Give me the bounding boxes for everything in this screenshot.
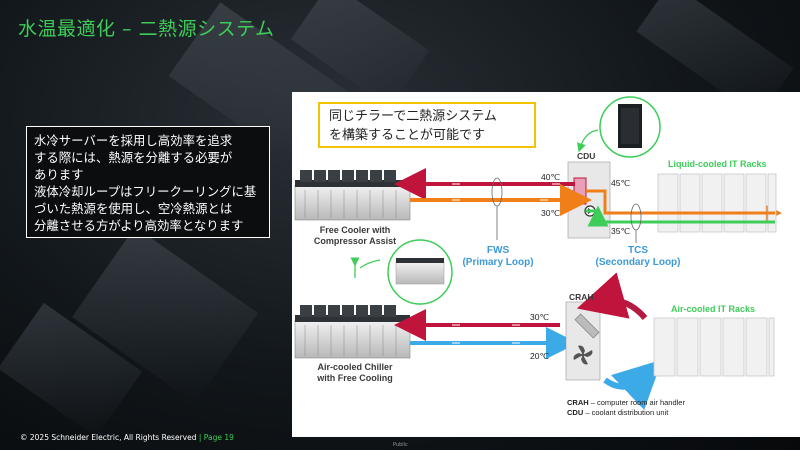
description-box: 水冷サーバーを採用し高効率を追求 する際には、熱源を分離する必要が あります 液… bbox=[26, 126, 270, 238]
callout-box: 同じチラーで二熱源システム を構築することが可能です bbox=[318, 102, 536, 148]
crah-label: CRAH bbox=[569, 292, 594, 302]
description-line: 水冷サーバーを採用し高効率を追求 bbox=[34, 133, 233, 148]
classification-label: Public bbox=[393, 442, 408, 448]
tcs-loop-ring bbox=[630, 203, 642, 231]
air-racks-label: Air-cooled IT Racks bbox=[671, 304, 756, 314]
free-cooler-label-line: Compressor Assist bbox=[313, 236, 397, 246]
description-line: あります bbox=[34, 167, 84, 182]
description-line: する際には、熱源を分離する必要が bbox=[34, 150, 233, 165]
cdu-zoom-circle bbox=[577, 96, 661, 158]
callout-line: 同じチラーで二熱源システム bbox=[329, 109, 497, 124]
cool-air-arrow-icon bbox=[603, 359, 663, 410]
fws-label-line: FWS bbox=[486, 245, 510, 256]
air-cooled-racks bbox=[653, 317, 775, 377]
tcs-label-line: (Secondary Loop) bbox=[595, 257, 681, 268]
temp-air-supply: 20℃ bbox=[530, 351, 550, 361]
legend-item: CRAH – computer room air handler bbox=[567, 398, 685, 408]
fws-label-line: (Primary Loop) bbox=[462, 257, 534, 268]
free-cooler-unit-image bbox=[294, 170, 411, 221]
description-line: 液体冷却ループはフリークーリングに基 bbox=[34, 184, 257, 199]
chiller-label: Air-cooled Chiller with Free Cooling bbox=[300, 362, 410, 384]
legend-desc: – coolant distribution unit bbox=[583, 408, 669, 417]
crah-box bbox=[565, 301, 601, 381]
legend-abbr: CRAH bbox=[567, 398, 589, 407]
description-line: 分離させる方がより高効率となります bbox=[34, 218, 244, 233]
footer: © 2025 Schneider Electric, All Rights Re… bbox=[20, 433, 234, 442]
fws-label: FWS (Primary Loop) bbox=[448, 245, 548, 269]
chiller-unit-image bbox=[294, 305, 411, 359]
legend-desc: – computer room air handler bbox=[588, 398, 685, 407]
hot-air-arrow-icon bbox=[576, 272, 648, 321]
temp-fws-supply: 30℃ bbox=[541, 208, 561, 218]
slide-title: 水温最適化 – 二熱源システム bbox=[18, 18, 275, 40]
description-line: づいた熱源を使用し、空冷熱源とは bbox=[34, 201, 233, 216]
footer-separator: | bbox=[198, 433, 202, 442]
temp-fws-return: 40℃ bbox=[541, 172, 561, 182]
legend-item: CDU – coolant distribution unit bbox=[567, 408, 685, 418]
connector-arrow-icon bbox=[350, 257, 381, 278]
free-cooler-label: Free Cooler with Compressor Assist bbox=[300, 225, 410, 247]
legend: CRAH – computer room air handler CDU – c… bbox=[567, 398, 685, 418]
free-cooler-label-line: Free Cooler with bbox=[319, 225, 391, 235]
fan-icon bbox=[573, 345, 593, 365]
tcs-label: TCS (Secondary Loop) bbox=[588, 245, 688, 269]
cdu-label: CDU bbox=[577, 151, 596, 161]
temp-tcs-hot: 45℃ bbox=[611, 178, 631, 188]
temp-tcs-cold: 35℃ bbox=[611, 226, 631, 236]
diagram-panel bbox=[292, 92, 800, 437]
chiller-label-line: Air-cooled Chiller bbox=[317, 362, 393, 372]
copyright: © 2025 Schneider Electric, All Rights Re… bbox=[20, 433, 197, 442]
callout-line: を構築することが可能です bbox=[329, 128, 486, 143]
tcs-label-line: TCS bbox=[628, 245, 648, 256]
legend-abbr: CDU bbox=[567, 408, 584, 417]
chiller-label-line: with Free Cooling bbox=[317, 373, 393, 383]
liquid-racks-label: Liquid-cooled IT Racks bbox=[668, 159, 767, 169]
liquid-cooled-racks bbox=[657, 173, 777, 233]
page-number: Page 19 bbox=[203, 433, 234, 442]
chiller-zoom-circle bbox=[387, 239, 453, 305]
temp-air-return: 30℃ bbox=[530, 312, 550, 322]
